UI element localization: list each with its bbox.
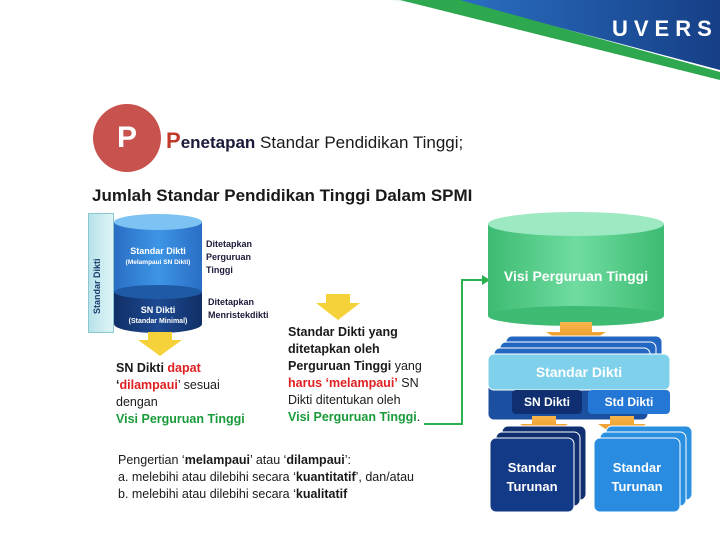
sn-dikti-label: SN Dikti: [523, 395, 570, 409]
side-bar-label: Standar Dikti: [92, 258, 102, 314]
title-first-letter: P: [166, 128, 181, 153]
header-banner: [330, 0, 720, 80]
top-note-line: Perguruan: [206, 252, 252, 262]
bottom-cylinder-line1: SN Dikti: [140, 305, 176, 315]
title-rest: Standar Pendidikan Tinggi;: [255, 133, 464, 152]
middle-text-part: Dikti ditentukan oleh: [288, 393, 401, 407]
def-part: kuantitatif: [295, 470, 356, 484]
top-note-line: Ditetapkan: [206, 239, 253, 249]
def-part: ’:: [344, 453, 351, 467]
std-dikti-label: Std Dikti: [604, 395, 654, 409]
uvers-logo: UVERS: [612, 16, 718, 41]
top-cylinder-label: Standar Dikti (Melampaui SN Dikti): [114, 246, 202, 268]
down-arrow-icon: [138, 332, 182, 356]
def-part: a. melebihi atau dilebihi secara ‘: [118, 470, 296, 484]
middle-text-part: SN: [397, 376, 419, 390]
standar-dikti-side-bar: Standar Dikti: [88, 213, 114, 333]
left-text-part: SN Dikti: [116, 361, 168, 375]
bottom-note-line: Ditetapkan: [208, 297, 255, 307]
middle-text-part: yang: [391, 359, 422, 373]
def-part: ’, dan/atau: [355, 470, 415, 484]
middle-text-part: Visi Perguruan Tinggi: [288, 410, 417, 424]
def-part: ’ atau ‘: [250, 453, 287, 467]
turunan-right-line: Standar: [612, 460, 662, 475]
standar-dikti-label: Standar Dikti: [535, 364, 623, 380]
down-arrow-icon: [316, 294, 360, 320]
visi-label: Visi Perguruan Tinggi: [503, 268, 649, 284]
title-bold-part: enetapan: [180, 133, 256, 152]
bottom-cylinder-line2: (Standar Minimal): [128, 318, 188, 325]
def-part: dilampaui: [286, 453, 345, 467]
definition-block: Pengertian ‘melampaui’ atau ‘dilampaui’:…: [118, 452, 414, 503]
left-text-part: dilampaui: [119, 378, 178, 392]
top-cylinder-line2: (Melampaui SN Dikti): [125, 259, 191, 266]
left-text-part: Visi Perguruan Tinggi: [116, 412, 245, 426]
def-part: melampaui: [184, 453, 251, 467]
connector-arrow: [424, 275, 490, 425]
def-part: kualitatif: [295, 487, 348, 501]
bottom-note: Ditetapkan Menristekdikti: [208, 296, 269, 322]
title-letter-badge: P: [93, 104, 161, 172]
def-part: b. melebihi atau dilebihi secara ‘: [118, 487, 296, 501]
page-title: Penetapan Standar Pendidikan Tinggi;: [166, 128, 463, 154]
middle-explanation: Standar Dikti yang ditetapkan oleh Pergu…: [288, 324, 422, 426]
left-cylinder: [114, 214, 202, 333]
left-text-part: ‘: [116, 378, 120, 392]
turunan-left-label: Standar Turunan: [490, 458, 574, 496]
middle-text-part: Perguruan Tinggi: [288, 359, 392, 373]
middle-text-part: harus: [288, 376, 326, 390]
right-diagram: [487, 212, 693, 513]
section-heading: Jumlah Standar Pendidikan Tinggi Dalam S…: [92, 186, 473, 205]
turunan-right-line: Turunan: [611, 479, 663, 494]
left-text-part: dengan: [116, 395, 158, 409]
left-text-part: ’ sesuai: [177, 378, 220, 392]
middle-text-part: .: [416, 410, 421, 424]
top-note-line: Tinggi: [206, 265, 233, 275]
left-text-part: dapat: [167, 361, 201, 375]
top-note: Ditetapkan Perguruan Tinggi: [206, 238, 252, 277]
turunan-right-label: Standar Turunan: [594, 458, 680, 496]
middle-text-part: ditetapkan oleh: [288, 342, 380, 356]
middle-text-part: ‘melampaui’: [325, 376, 398, 390]
bottom-note-line: Menristekdikti: [208, 310, 269, 320]
def-part: Pengertian ‘: [118, 453, 185, 467]
turunan-left-line: Standar: [507, 460, 557, 475]
middle-text-part: Standar Dikti yang: [288, 325, 398, 339]
top-cylinder-line1: Standar Dikti: [130, 246, 186, 256]
turunan-left-line: Turunan: [506, 479, 558, 494]
left-explanation: SN Dikti dapat ‘dilampaui’ sesuai dengan…: [116, 360, 245, 428]
bottom-cylinder-label: SN Dikti (Standar Minimal): [114, 305, 202, 327]
